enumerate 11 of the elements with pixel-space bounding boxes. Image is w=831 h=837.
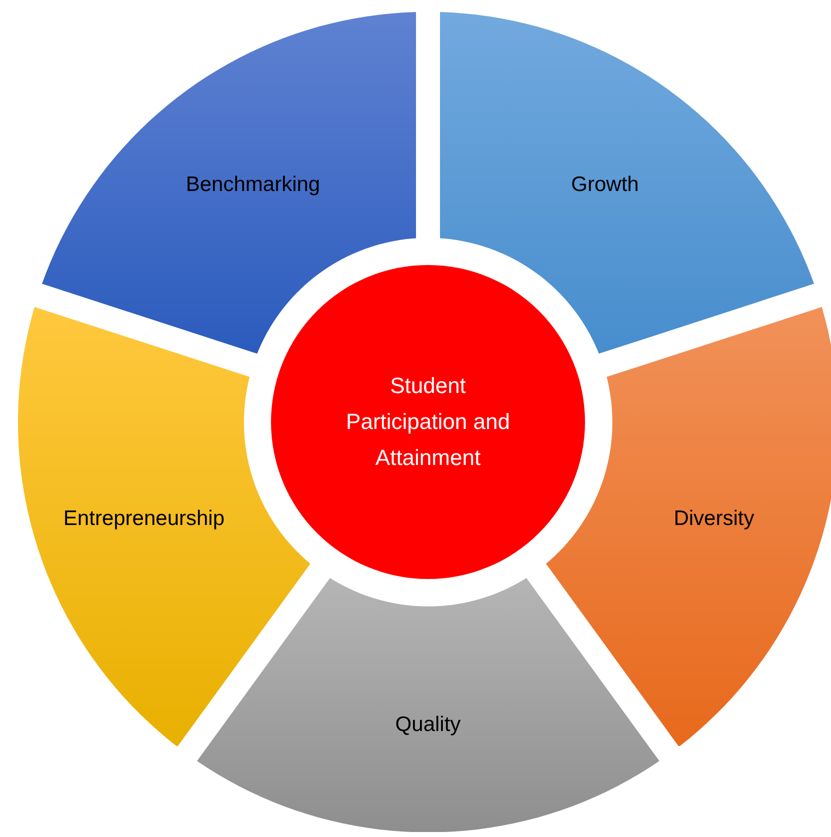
center-label: Student Participation and Attainment (345, 372, 511, 472)
segment-label: Growth (571, 172, 639, 197)
ring-segment (196, 578, 660, 832)
ring-segment (18, 306, 310, 746)
segment-label: Quality (395, 712, 461, 737)
segment-label: Entrepreneurship (63, 506, 225, 531)
segment-label: Diversity (674, 506, 754, 531)
segment-label: Benchmarking (186, 172, 320, 197)
ring-segment (546, 306, 831, 746)
ring-segment (440, 12, 814, 354)
ring-segment (42, 12, 416, 354)
